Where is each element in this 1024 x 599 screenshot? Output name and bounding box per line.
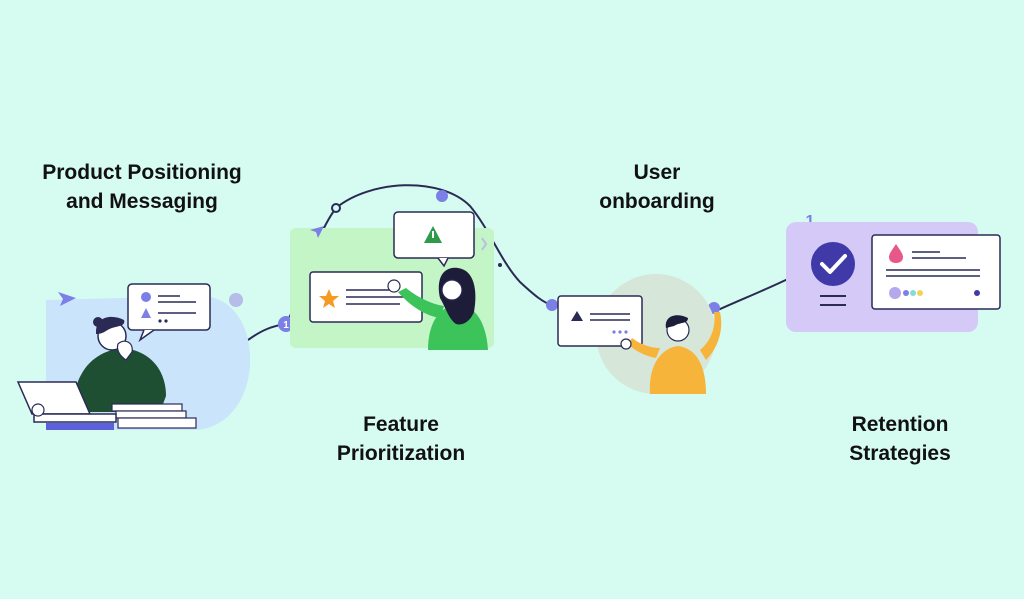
person-arm [700,312,722,360]
dot [612,330,616,334]
step-label-line: Strategies [849,442,951,465]
person-hair [96,316,125,334]
thought-card-tail [138,329,155,343]
thought-card [127,283,211,331]
person-hand [387,279,401,293]
book [115,410,187,419]
person-hand [620,338,632,350]
book [111,403,183,412]
color-dot [917,290,923,296]
shield-icon [141,292,151,302]
person-hair [665,315,688,328]
color-dot [889,287,901,299]
step-label-line: Feature [363,413,439,436]
person-torso [428,304,488,350]
step-label-line: and Messaging [66,190,218,213]
step-label-line: onboarding [599,190,715,213]
illustration-retention-strategies: 1 [786,213,1001,332]
person-head [441,279,463,301]
alert-card [557,295,643,347]
person-hand [31,403,45,417]
person-torso [649,346,706,394]
drop-icon [889,244,903,263]
step-label-line: Prioritization [336,442,466,465]
gear-icon [229,293,243,307]
illustration-product-positioning [16,283,251,430]
person-arm [628,338,660,358]
paper-plane-icon [310,226,324,238]
laptop-shadow [46,423,114,430]
step-label-feature-prioritization: Feature Prioritization [316,410,486,468]
dot [624,330,628,334]
alert-card-tail [437,257,449,268]
step-label-user-onboarding: User onboarding [572,158,742,216]
laptop-base [33,413,117,423]
warning-icon [141,308,151,318]
path-node [331,203,341,213]
star-icon [319,289,339,308]
person-hand [116,340,133,361]
profile-card [871,234,1001,310]
path-node [546,299,558,311]
step-badge-number: 1 [806,213,815,230]
step-label-line: Retention [851,413,949,436]
person-arm [398,288,444,318]
path-badge-number: 1 [283,320,289,331]
checkmark-circle [811,242,855,286]
sparkle-icon [481,237,488,251]
path-node [498,263,502,267]
dot [164,319,168,323]
paper-plane-icon [58,292,76,306]
dot [618,330,622,334]
step-label-line: Product Positioning [42,161,242,184]
warning-icon [571,311,583,321]
step-label-retention-strategies: Retention Strategies [815,410,985,468]
illustration-user-onboarding [557,274,722,394]
color-dot [974,290,980,296]
checkmark-icon [820,254,847,274]
warning-icon-mark [432,231,434,238]
color-dot [910,290,916,296]
person-torso [72,348,166,412]
person-hair-bun [93,317,103,327]
path-node [436,190,448,202]
book [117,417,197,429]
color-dot [903,290,909,296]
step-label-product-positioning: Product Positioning and Messaging [22,158,262,216]
dot [158,319,162,323]
journey-path [717,277,791,311]
step-label-line: User [633,161,681,184]
illustration-feature-prioritization [290,211,494,350]
